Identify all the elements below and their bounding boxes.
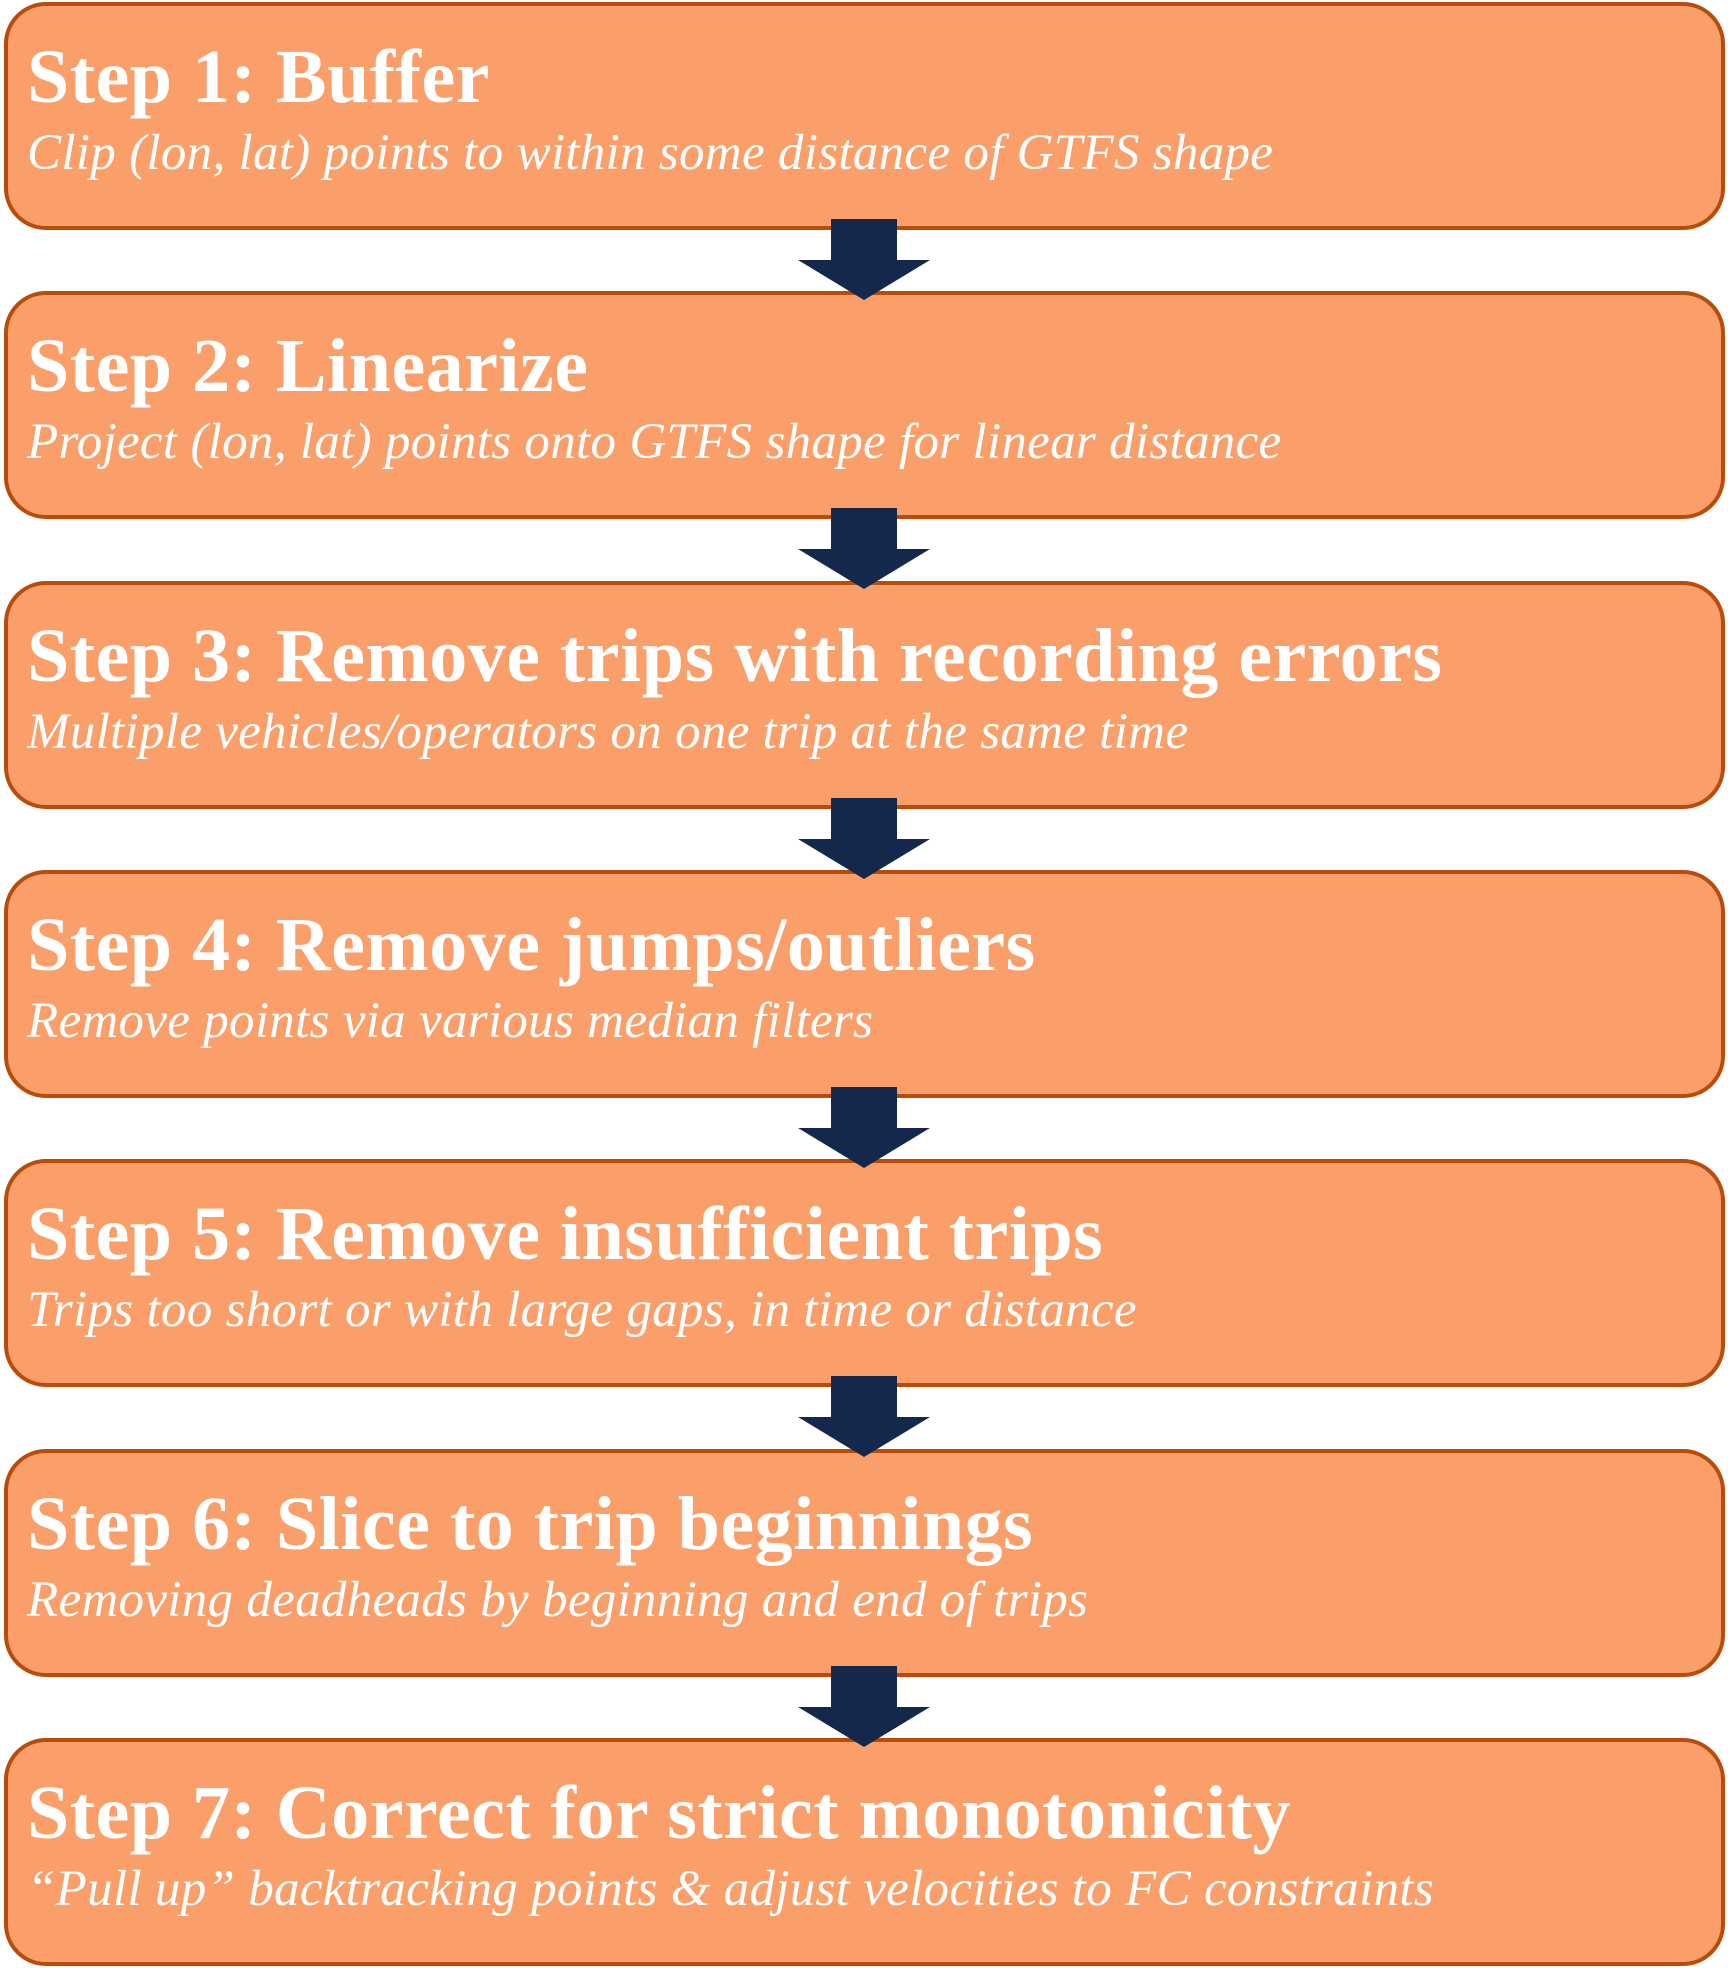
step-5-title: Step 5: Remove insufficient trips [27,1192,1104,1276]
step-2-description: Project (lon, lat) points onto GTFS shap… [27,414,1282,470]
step-7-box: Step 7: Correct for strict monotonicity … [4,1738,1725,1966]
down-arrow-icon [798,798,930,879]
step-1-description: Clip (lon, lat) points to within some di… [27,125,1274,181]
step-5-box: Step 5: Remove insufficient trips Trips … [4,1159,1725,1387]
step-3-description: Multiple vehicles/operators on one trip … [27,704,1189,760]
step-4-box: Step 4: Remove jumps/outliers Remove poi… [4,870,1725,1098]
step-5-description: Trips too short or with large gaps, in t… [27,1282,1137,1338]
step-1-title: Step 1: Buffer [27,35,490,119]
down-arrow-icon [798,1666,930,1747]
down-arrow-icon [798,508,930,589]
step-3-box: Step 3: Remove trips with recording erro… [4,581,1725,809]
step-2-box: Step 2: Linearize Project (lon, lat) poi… [4,291,1725,519]
step-4-description: Remove points via various median filters [27,993,874,1049]
down-arrow-icon [798,219,930,300]
step-1-box: Step 1: Buffer Clip (lon, lat) points to… [4,2,1725,230]
down-arrow-icon [798,1376,930,1457]
step-6-title: Step 6: Slice to trip beginnings [27,1482,1034,1566]
step-4-title: Step 4: Remove jumps/outliers [27,903,1036,987]
step-6-box: Step 6: Slice to trip beginnings Removin… [4,1449,1725,1677]
step-7-title: Step 7: Correct for strict monotonicity [27,1771,1291,1855]
step-7-description: “Pull up” backtracking points & adjust v… [27,1861,1434,1917]
down-arrow-icon [798,1087,930,1168]
step-2-title: Step 2: Linearize [27,324,589,408]
step-3-title: Step 3: Remove trips with recording erro… [27,614,1443,698]
step-6-description: Removing deadheads by beginning and end … [27,1572,1089,1628]
